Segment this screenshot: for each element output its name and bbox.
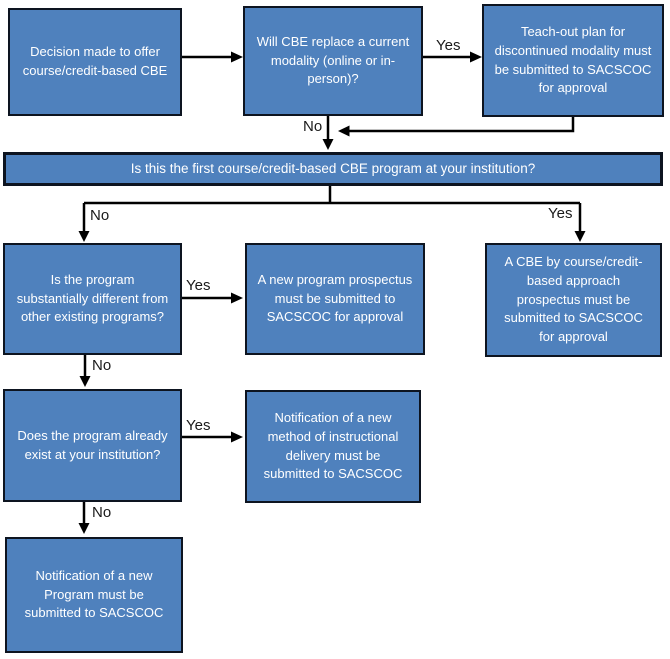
node-new-program-prospectus: A new program prospectus must be submitt…	[245, 243, 425, 355]
node-replace-modality-question: Will CBE replace a current modality (onl…	[243, 6, 423, 116]
edge-label-first-no: No	[90, 207, 110, 224]
arrow-decision-to-replace	[182, 51, 243, 63]
edge-label-different-yes: Yes	[186, 277, 211, 294]
node-cbe-approach-prospectus: A CBE by course/credit-based approach pr…	[485, 243, 662, 357]
edge-label-different-no: No	[92, 357, 112, 374]
arrow-teachout-elbow	[338, 117, 575, 137]
edge-label-exists-no: No	[92, 504, 112, 521]
arrow-first-question-branch	[78, 186, 586, 242]
arrow-different-yes	[182, 292, 243, 304]
edge-label-exists-yes: Yes	[186, 417, 211, 434]
node-already-exists-question: Does the program already exist at your i…	[3, 389, 182, 502]
node-notification-new-method: Notification of a new method of instruct…	[245, 390, 421, 503]
arrow-exists-no-down	[78, 502, 90, 534]
edge-label-replace-yes: Yes	[436, 37, 461, 54]
node-substantially-different-question: Is the program substantially different f…	[3, 243, 182, 355]
arrow-different-no-down	[79, 355, 91, 387]
node-notification-new-program: Notification of a new Program must be su…	[5, 537, 183, 653]
arrow-replace-no-down	[322, 116, 334, 150]
node-teach-out-plan: Teach-out plan for discontinued modality…	[482, 4, 664, 117]
edge-label-replace-no: No	[303, 118, 323, 135]
edge-label-first-yes: Yes	[548, 205, 573, 222]
node-decision-offer: Decision made to offer course/credit-bas…	[8, 8, 182, 116]
node-first-program-question: Is this the first course/credit-based CB…	[3, 152, 663, 186]
